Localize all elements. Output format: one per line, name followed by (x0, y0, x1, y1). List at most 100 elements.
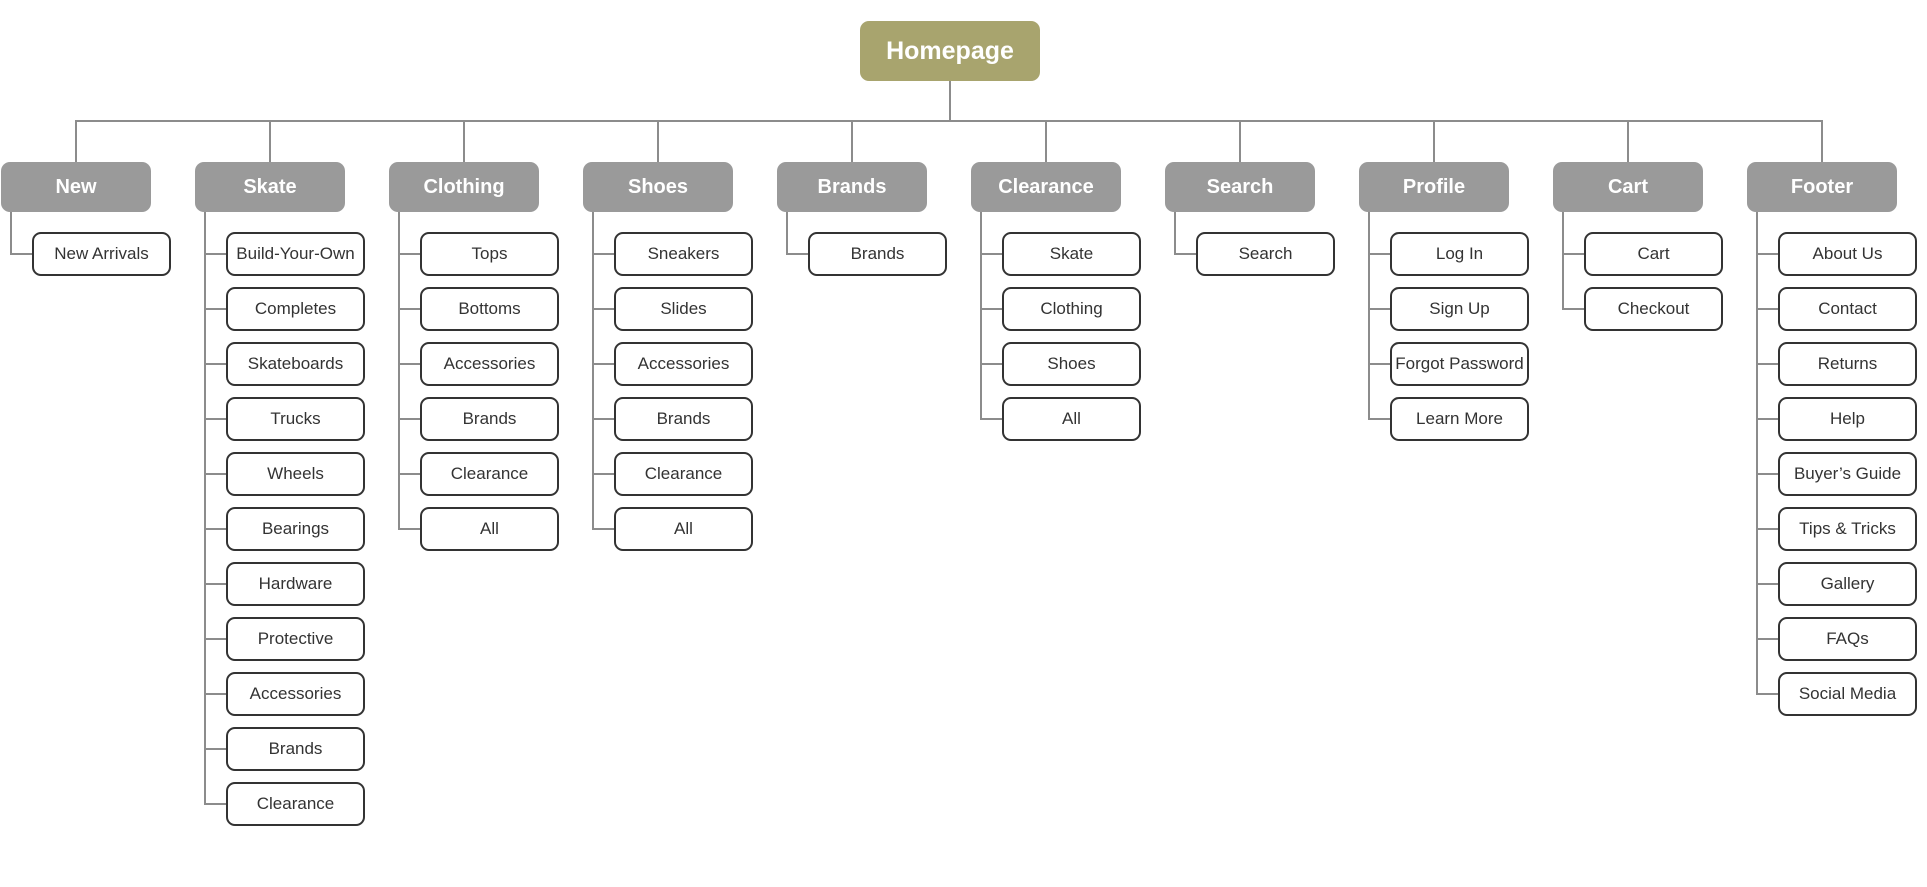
page-node: All (420, 507, 559, 551)
connector-trunk (1368, 212, 1370, 420)
page-node: Bearings (226, 507, 365, 551)
connector-trunk (786, 212, 788, 255)
page-node: Build-Your-Own (226, 232, 365, 276)
connector-branch (399, 253, 420, 255)
page-node: Accessories (226, 672, 365, 716)
section-node-clothing: Clothing (389, 162, 539, 212)
connector-section-drop (1045, 121, 1047, 162)
connector-branch (205, 418, 226, 420)
connector-trunk (204, 212, 206, 805)
connector-branch (205, 748, 226, 750)
connector-branch (981, 363, 1002, 365)
page-node: Sign Up (1390, 287, 1529, 331)
connector-section-drop (463, 121, 465, 162)
connector-trunk (592, 212, 594, 530)
page-node: Buyer’s Guide (1778, 452, 1917, 496)
connector-section-drop (1239, 121, 1241, 162)
section-node-search: Search (1165, 162, 1315, 212)
page-node: About Us (1778, 232, 1917, 276)
page-node: New Arrivals (32, 232, 171, 276)
connector-branch (593, 363, 614, 365)
page-node: Contact (1778, 287, 1917, 331)
page-node: Checkout (1584, 287, 1723, 331)
connector-section-drop (269, 121, 271, 162)
connector-branch (787, 253, 808, 255)
section-node-brands: Brands (777, 162, 927, 212)
page-node: Clearance (420, 452, 559, 496)
section-node-skate: Skate (195, 162, 345, 212)
connector-section-drop (1627, 121, 1629, 162)
connector-branch (593, 473, 614, 475)
page-node: Log In (1390, 232, 1529, 276)
connector-branch (1757, 693, 1778, 695)
connector-section-drop (75, 121, 77, 162)
connector-branch (981, 253, 1002, 255)
connector-branch (981, 418, 1002, 420)
connector-branch (1757, 638, 1778, 640)
connector-branch (1369, 363, 1390, 365)
connector-trunk (1174, 212, 1176, 255)
connector-branch (205, 803, 226, 805)
page-node: Bottoms (420, 287, 559, 331)
page-node: Hardware (226, 562, 365, 606)
page-node: Slides (614, 287, 753, 331)
page-node: Wheels (226, 452, 365, 496)
connector-branch (593, 418, 614, 420)
connector-branch (205, 363, 226, 365)
connector-branch (205, 693, 226, 695)
connector-branch (1757, 253, 1778, 255)
page-node: All (1002, 397, 1141, 441)
connector-branch (399, 418, 420, 420)
section-node-new: New (1, 162, 151, 212)
connector-branch (205, 308, 226, 310)
page-node: Skateboards (226, 342, 365, 386)
page-node: Sneakers (614, 232, 753, 276)
section-node-profile: Profile (1359, 162, 1509, 212)
connector-root-stem (949, 81, 951, 121)
page-node: Skate (1002, 232, 1141, 276)
connector-trunk (980, 212, 982, 420)
connector-branch (205, 583, 226, 585)
page-node: Brands (808, 232, 947, 276)
connector-branch (1757, 528, 1778, 530)
page-node: Brands (420, 397, 559, 441)
page-node: Forgot Password (1390, 342, 1529, 386)
connector-branch (1757, 583, 1778, 585)
page-node: Tips & Tricks (1778, 507, 1917, 551)
page-node: Accessories (614, 342, 753, 386)
connector-branch (205, 528, 226, 530)
connector-branch (1563, 308, 1584, 310)
connector-section-drop (657, 121, 659, 162)
page-node: Learn More (1390, 397, 1529, 441)
connector-branch (1563, 253, 1584, 255)
connector-branch (1757, 363, 1778, 365)
root-node-homepage: Homepage (860, 21, 1040, 81)
page-node: Shoes (1002, 342, 1141, 386)
connector-branch (205, 473, 226, 475)
page-node: Brands (226, 727, 365, 771)
connector-trunk (398, 212, 400, 530)
page-node: Clothing (1002, 287, 1141, 331)
page-node: Protective (226, 617, 365, 661)
page-node: Tops (420, 232, 559, 276)
page-node: Completes (226, 287, 365, 331)
section-node-footer: Footer (1747, 162, 1897, 212)
connector-branch (1175, 253, 1196, 255)
connector-branch (981, 308, 1002, 310)
connector-branch (11, 253, 32, 255)
connector-branch (399, 473, 420, 475)
connector-branch (399, 363, 420, 365)
page-node: Search (1196, 232, 1335, 276)
page-node: Returns (1778, 342, 1917, 386)
connector-branch (399, 308, 420, 310)
page-node: Clearance (226, 782, 365, 826)
connector-branch (593, 253, 614, 255)
connector-bus (75, 120, 1823, 122)
connector-trunk (10, 212, 12, 255)
section-node-shoes: Shoes (583, 162, 733, 212)
connector-branch (1757, 308, 1778, 310)
page-node: All (614, 507, 753, 551)
connector-trunk (1562, 212, 1564, 310)
page-node: Social Media (1778, 672, 1917, 716)
